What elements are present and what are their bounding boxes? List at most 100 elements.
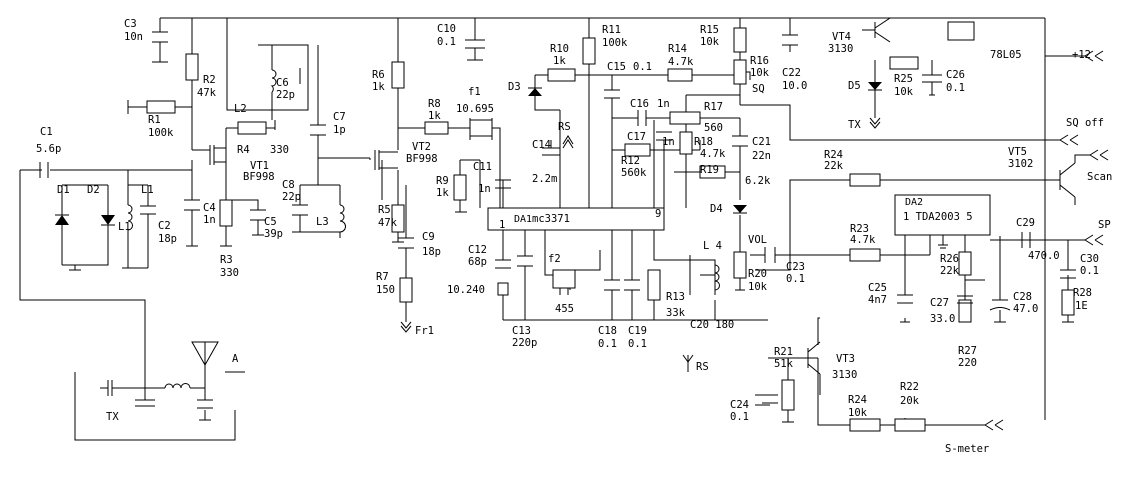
transistor-VT3: [807, 341, 821, 395]
label-C19-value: 0.1: [628, 338, 647, 350]
capacitor-C13: [517, 255, 533, 267]
resistor-R12: [624, 143, 651, 157]
label-R23-value: 4.7k: [850, 234, 876, 246]
capacitor-ant: [197, 399, 213, 409]
resistor-R21: [781, 379, 795, 411]
label-Scan: Scan: [1087, 171, 1112, 183]
labels: C3 10n C10 0.1 R11 100k R15 10k VT4 3130…: [36, 18, 1112, 455]
diode-D2: [101, 215, 115, 225]
label-L1: L1: [141, 184, 154, 196]
label-R5: R5: [378, 204, 391, 216]
resistor-R7: [399, 277, 413, 303]
label-C22-value: 10.0: [782, 80, 807, 92]
label-C17: C17: [627, 131, 646, 143]
resistor-R17: [669, 111, 701, 125]
diodes: [55, 60, 882, 226]
capacitor-C8: [292, 204, 308, 216]
capacitors: [39, 18, 1076, 409]
label-R12-value: 560k: [621, 167, 647, 179]
label-R24b: R24: [848, 394, 867, 406]
label-pin1: 1: [499, 219, 505, 231]
label-R14: R14: [668, 43, 687, 55]
capacitor-C24: [762, 394, 778, 404]
label-C6-value: 22p: [276, 89, 295, 101]
inductor-L2: [270, 69, 277, 93]
ground-symbols: [69, 59, 1074, 423]
resistor-R18: [679, 131, 693, 155]
label-C12-value: 68p: [468, 256, 487, 268]
resistor-R26: [958, 251, 972, 276]
resistor-R13: [647, 269, 661, 301]
label-VT4-value: 3130: [828, 43, 853, 55]
label-C17-value: 1n: [662, 136, 675, 148]
label-C11b-value: 1n: [478, 183, 491, 195]
label-pin9: 9: [655, 208, 661, 220]
crystal-10240: [497, 282, 509, 296]
label-f1-value: 10.695: [456, 103, 494, 115]
capacitor-C22: [782, 34, 798, 46]
resistor-R10: [547, 68, 576, 82]
resistor-R24a: [849, 173, 881, 187]
capacitor-C29: [1021, 232, 1031, 248]
label-C26: C26: [946, 69, 965, 81]
inductors: [127, 69, 720, 389]
label-R8: R8: [428, 98, 441, 110]
label-R22: R22: [900, 381, 919, 393]
label-R24a-value: 22k: [824, 160, 844, 172]
resistor-R28: [1061, 289, 1075, 316]
label-R1-value: 100k: [148, 127, 174, 139]
label-SP: SP: [1098, 219, 1111, 231]
capacitor-C19: [624, 279, 640, 291]
label-crystal: 10.240: [447, 284, 485, 296]
capacitor-C14: [542, 140, 560, 156]
capacitor-C23: [764, 247, 776, 263]
resistor-R16: [733, 59, 747, 85]
resistor-R1: [146, 100, 176, 114]
transistors: [209, 17, 1090, 395]
label-R13: R13: [666, 291, 685, 303]
label-R19-value: 6.2k: [745, 175, 771, 187]
label-R3-value: 330: [220, 267, 239, 279]
resistor-R3: [219, 199, 233, 227]
label-C16: C16: [630, 98, 649, 110]
capacitor-C27: [957, 295, 973, 304]
label-R26-value: 22k: [940, 265, 960, 277]
capacitor-C12: [495, 259, 511, 269]
resistor-R15: [733, 27, 747, 53]
arrow-markers: [400, 50, 1109, 431]
inductor-ant: [164, 383, 191, 389]
label-C13-value: 220p: [512, 337, 537, 349]
label-C23-value: 0.1: [786, 273, 805, 285]
label-C7: C7: [333, 111, 346, 123]
resistor-R8: [424, 121, 449, 135]
wires: [19, 17, 1085, 441]
resistor-R2: [185, 53, 199, 81]
label-R24b-value: 10k: [848, 407, 868, 419]
label-R2: R2: [203, 74, 216, 86]
label-R27: R27: [958, 345, 977, 357]
regulator-78L05: [947, 21, 975, 41]
transistor-VT2: [374, 150, 398, 170]
label-R11-value: 100k: [602, 37, 628, 49]
label-R16: R16: [750, 55, 769, 67]
label-R5-value: 47k: [378, 217, 398, 229]
label-C2: C2: [158, 220, 171, 232]
inductor-L4: [714, 264, 720, 291]
label-C5-value: 39p: [264, 228, 283, 240]
label-L2: L2: [234, 103, 247, 115]
label-C28: C28: [1013, 291, 1032, 303]
transistor-VT5: [1059, 154, 1090, 205]
label-SQ: SQ: [752, 83, 765, 95]
filter-f2: [552, 269, 576, 289]
label-C6: C6: [276, 77, 289, 89]
label-R20-value: 10k: [748, 281, 768, 293]
capacitor-C28: [989, 299, 1011, 311]
label-C4-value: 1n: [203, 214, 216, 226]
label-R4-value: 330: [270, 144, 289, 156]
label-C26-value: 0.1: [946, 82, 965, 94]
diode-D4: [733, 205, 747, 213]
label-C30: C30: [1080, 253, 1099, 265]
label-C13: C13: [512, 325, 531, 337]
resistor-R20: [733, 251, 747, 279]
